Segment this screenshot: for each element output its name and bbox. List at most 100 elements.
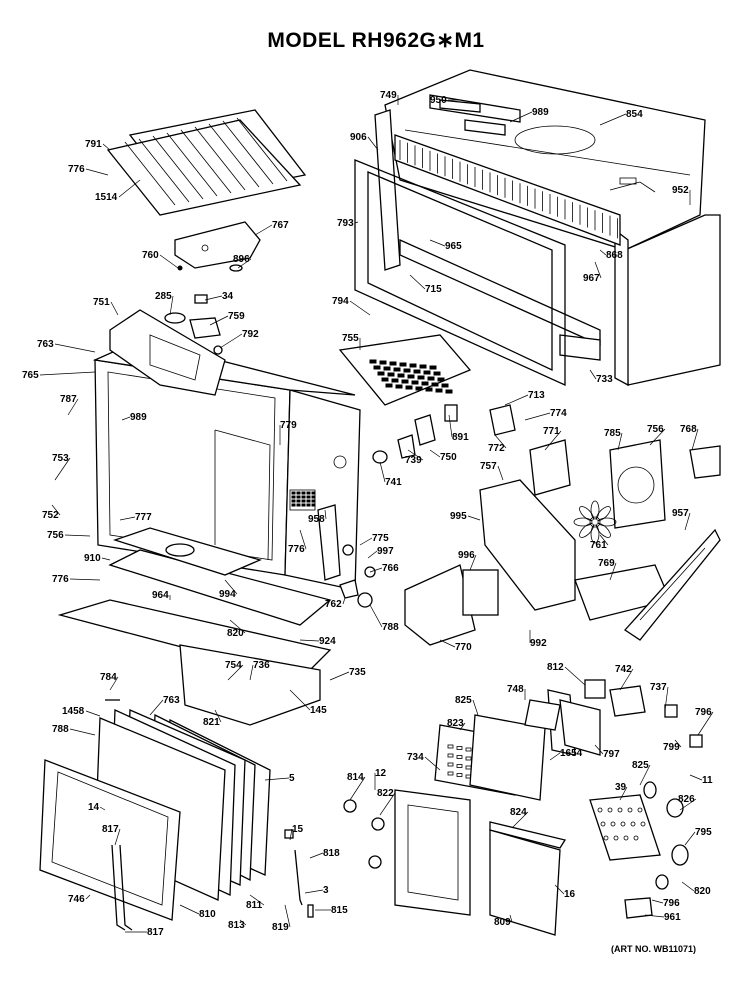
part-callout-777: 777 [135,512,152,523]
cabinet-wrapper [384,69,721,387]
part-callout-795: 795 [695,827,712,838]
part-callout-826: 826 [678,794,695,805]
part-callout-818: 818 [323,848,340,859]
part-callout-995: 995 [450,511,467,522]
part-callout-742: 742 [615,664,632,675]
part-callout-765: 765 [22,370,39,381]
part-callout-761: 761 [590,540,607,551]
part-callout-713: 713 [528,390,545,401]
part-callout-796: 796 [663,898,680,909]
part-callout-768: 768 [680,424,697,435]
front-frame [354,159,566,387]
part-callout-759: 759 [228,311,245,322]
part-callout-964: 964 [152,590,169,601]
part-callout-924: 924 [319,636,336,647]
part-callout-770: 770 [455,642,472,653]
part-callout-811: 811 [246,900,263,911]
part-callout-715: 715 [425,284,442,295]
part-callout-736: 736 [253,660,270,671]
part-callout-737: 737 [650,682,667,693]
part-callout-952: 952 [672,185,689,196]
part-callout-965: 965 [445,241,462,252]
part-callout-825: 825 [632,760,649,771]
part-callout-812: 812 [547,662,564,673]
part-callout-753: 753 [52,453,69,464]
part-callout-813: 813 [228,920,245,931]
part-callout-12: 12 [375,768,387,779]
part-callout-5: 5 [289,773,295,784]
part-callout-749: 749 [380,90,397,101]
part-callout-797: 797 [603,749,620,760]
part-callout-751: 751 [93,297,110,308]
part-callout-1514: 1514 [95,192,118,203]
part-callout-785: 785 [604,428,621,439]
part-callout-769: 769 [598,558,615,569]
part-callout-750: 750 [440,452,457,463]
part-callout-809: 809 [494,917,511,928]
part-callout-34: 34 [222,291,234,302]
part-callout-755: 755 [342,333,359,344]
bracket-767 [174,221,261,272]
part-callout-39: 39 [615,782,627,793]
part-callout-910: 910 [84,553,101,564]
part-callout-776: 776 [52,574,69,585]
part-callout-896: 896 [233,254,250,265]
part-callout-754: 754 [225,660,242,671]
part-callout-756: 756 [47,530,64,541]
part-callout-762: 762 [325,599,342,610]
part-callout-779: 779 [280,420,297,431]
part-callout-792: 792 [242,329,259,340]
part-callout-891: 891 [452,432,469,443]
part-callout-994: 994 [219,589,236,600]
oven-rack [106,109,307,216]
part-callout-823: 823 [447,718,464,729]
part-callout-820: 820 [227,628,244,639]
part-callout-3: 3 [323,885,329,896]
part-callout-950: 950 [430,95,447,106]
back-panel-and-grill [374,94,621,361]
part-callout-787: 787 [60,394,77,405]
part-callout-989: 989 [130,412,147,423]
part-callout-756: 756 [647,424,664,435]
part-callout-735: 735 [349,667,366,678]
part-callout-739: 739 [405,455,422,466]
part-callout-796: 796 [695,707,712,718]
part-callout-906: 906 [350,132,367,143]
part-callout-776: 776 [68,164,85,175]
part-callout-746: 746 [68,894,85,905]
part-callout-868: 868 [606,250,623,261]
part-callout-799: 799 [663,742,680,753]
part-callout-817: 817 [102,824,119,835]
part-callout-997: 997 [377,546,394,557]
part-callout-766: 766 [382,563,399,574]
part-callout-14: 14 [88,802,100,813]
part-callout-996: 996 [458,550,475,561]
part-callout-741: 741 [385,477,402,488]
part-callout-821: 821 [203,717,220,728]
part-callout-757: 757 [480,461,497,472]
part-callout-1458: 1458 [62,706,85,717]
part-callout-775: 775 [372,533,389,544]
part-callout-825: 825 [455,695,472,706]
part-callout-793: 793 [337,218,354,229]
control-components [284,679,703,936]
part-callout-989: 989 [532,107,549,118]
part-callout-819: 819 [272,922,289,933]
top-brackets [109,294,226,396]
base-plates [57,527,332,726]
part-callout-145: 145 [310,705,327,716]
part-callout-748: 748 [507,684,524,695]
part-callout-967: 967 [583,273,600,284]
part-callout-733: 733 [596,374,613,385]
part-callout-763: 763 [163,695,180,706]
part-callout-788: 788 [382,622,399,633]
part-callout-814: 814 [347,772,364,783]
part-callout-810: 810 [199,909,216,920]
part-callout-788: 788 [52,724,69,735]
part-callout-752: 752 [42,510,59,521]
diagram-title: MODEL RH962G∗M1 [267,29,485,52]
part-callout-958: 958 [308,514,325,525]
part-callout-992: 992 [530,638,547,649]
